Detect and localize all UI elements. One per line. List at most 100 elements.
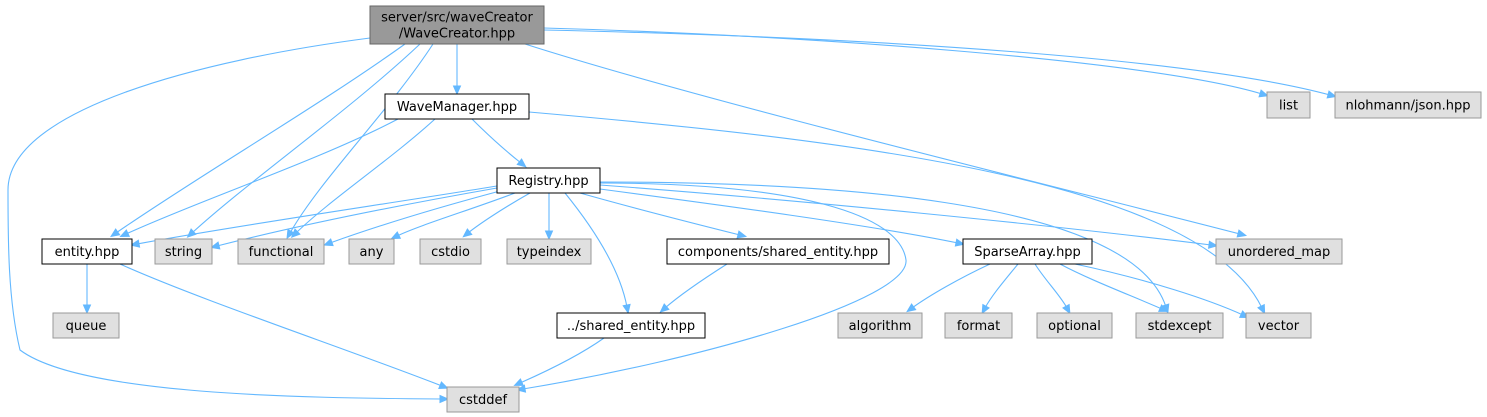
arrowhead <box>1326 90 1337 99</box>
node-string: string <box>154 238 213 265</box>
node-box <box>41 238 133 265</box>
node-label: vector <box>1258 319 1300 334</box>
edge-root-to-nlohmann <box>543 29 1337 99</box>
node-label: ../shared_entity.hpp <box>567 319 695 334</box>
edge-line <box>664 263 728 309</box>
node-shared-entity[interactable]: ../shared_entity.hpp <box>556 312 706 339</box>
edge-line <box>519 337 605 384</box>
edge-line <box>984 263 1019 309</box>
node-label: format <box>957 319 1000 334</box>
arrowhead <box>516 158 527 168</box>
edge-registry-to-sparsearray <box>599 188 966 247</box>
arrowhead <box>659 303 670 313</box>
edge-line <box>599 181 1167 308</box>
node-unordered-map: unordered_map <box>1215 238 1343 265</box>
arrowhead <box>981 303 990 315</box>
node-queue: queue <box>52 312 120 339</box>
arrowhead <box>110 228 121 238</box>
edge-sparsearray-to-format <box>981 263 1019 315</box>
arrowhead <box>1257 303 1266 315</box>
node-label: server/src/waveCreator <box>381 11 533 26</box>
edge-line <box>911 263 991 309</box>
node-label: cstdio <box>431 245 470 260</box>
node-functional: functional <box>237 238 325 265</box>
edge-entity-to-queue <box>82 264 92 315</box>
arrowhead <box>462 228 473 238</box>
edge-root-to-list <box>543 27 1269 98</box>
node-optional: optional <box>1036 312 1113 339</box>
edge-line <box>216 187 498 247</box>
node-label: any <box>360 245 384 260</box>
edge-line <box>579 192 741 236</box>
edge-registry-to-shared_entity <box>564 192 631 315</box>
edge-line <box>191 43 421 234</box>
edge-registry-to-string <box>209 187 498 250</box>
node-label: /WaveCreator.hpp <box>399 27 515 42</box>
node-label: WaveManager.hpp <box>397 100 517 115</box>
edge-line <box>524 43 1241 235</box>
arrowhead <box>129 239 141 248</box>
edge-line <box>599 184 1212 246</box>
edge-line <box>564 192 628 308</box>
node-cstdio: cstdio <box>419 238 482 265</box>
arrowhead <box>736 230 748 239</box>
node-components-shared[interactable]: components/shared_entity.hpp <box>666 238 890 265</box>
edge-components_shared-to-shared_entity <box>659 263 728 313</box>
edge-registry-to-unordered_map <box>599 184 1219 249</box>
node-any: any <box>348 238 395 265</box>
node-vector: vector <box>1245 312 1312 339</box>
node-box <box>237 238 325 265</box>
edge-line <box>522 182 907 390</box>
node-list: list <box>1266 91 1311 119</box>
node-root[interactable]: server/src/waveCreator/WaveCreator.hpp <box>369 5 545 45</box>
edge-root-to-string <box>186 43 421 238</box>
edge-line <box>543 27 1263 95</box>
node-box <box>1334 91 1482 119</box>
node-typeindex: typeindex <box>506 238 592 265</box>
node-label: SparseArray.hpp <box>974 245 1081 260</box>
node-label: functional <box>249 245 314 260</box>
edge-line <box>467 192 531 234</box>
edge-line <box>119 263 443 387</box>
node-cstddef: cstddef <box>446 386 520 413</box>
edge-entity-to-cstddef <box>119 263 449 390</box>
node-box <box>384 93 530 120</box>
node-box <box>962 238 1093 265</box>
node-label: unordered_map <box>1228 245 1331 260</box>
node-label: components/shared_entity.hpp <box>678 245 878 260</box>
node-label: cstddef <box>459 393 508 408</box>
node-box <box>556 312 706 339</box>
arrowhead <box>452 85 462 96</box>
node-box <box>52 312 120 339</box>
arrowhead <box>622 303 631 315</box>
arrowhead <box>544 230 554 241</box>
edge-wavemanager-to-entity <box>119 118 399 238</box>
node-sparsearray[interactable]: SparseArray.hpp <box>962 238 1093 265</box>
node-label: Registry.hpp <box>508 174 588 189</box>
edge-root-to-cstddef <box>7 37 450 404</box>
edge-root-to-unordered_map <box>524 43 1248 238</box>
edge-wavemanager-to-registry <box>471 118 527 168</box>
node-box <box>506 238 592 265</box>
edge-line <box>115 43 406 234</box>
node-algorithm: algorithm <box>837 312 923 339</box>
edge-line <box>471 118 522 164</box>
edge-line <box>329 190 501 244</box>
node-label: string <box>165 245 202 260</box>
node-box <box>496 167 601 194</box>
node-box <box>1245 312 1312 339</box>
node-entity[interactable]: entity.hpp <box>41 238 133 265</box>
edge-registry-to-functional <box>323 190 501 247</box>
node-registry[interactable]: Registry.hpp <box>496 167 601 194</box>
node-box <box>154 238 213 265</box>
arrowhead <box>1207 240 1219 249</box>
edge-line <box>599 188 959 244</box>
node-box <box>348 238 395 265</box>
node-stdexcept: stdexcept <box>1135 312 1224 339</box>
node-nlohmann: nlohmann/json.hpp <box>1334 91 1482 119</box>
arrowhead <box>906 303 917 313</box>
node-wavemanager[interactable]: WaveManager.hpp <box>384 93 530 120</box>
edge-root-to-entity <box>110 43 406 238</box>
node-label: list <box>1279 99 1298 114</box>
node-label: optional <box>1048 319 1101 334</box>
